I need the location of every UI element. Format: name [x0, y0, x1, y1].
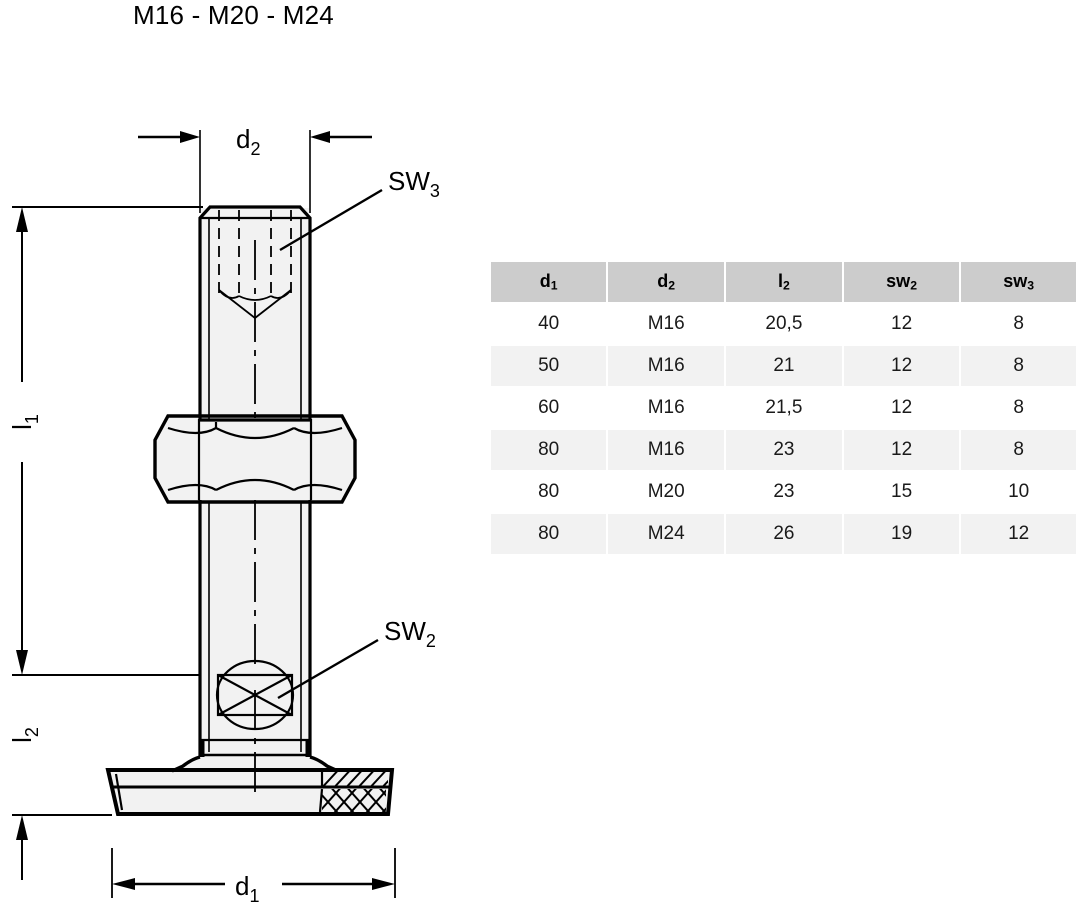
cell-l2: 23	[726, 430, 842, 470]
dimension-label-l2: l2	[7, 727, 42, 743]
dimension-l2: l2	[7, 727, 112, 880]
leveling-foot-technical-drawing: d2 l1 l2	[7, 124, 440, 906]
table-row: 40 M16 20,5 12 8	[491, 304, 1076, 344]
cell-l2: 21,5	[726, 388, 842, 428]
cell-d1: 60	[491, 388, 607, 428]
callout-label-sw3: SW3	[388, 166, 440, 201]
dimension-label-l1: l1	[7, 414, 42, 430]
table-row: 80 M20 23 15 10	[491, 472, 1076, 512]
cell-sw3: 8	[961, 304, 1076, 344]
page-title: M16 - M20 - M24	[133, 0, 334, 30]
cell-d1: 50	[491, 346, 607, 386]
dimension-d2: d2	[138, 124, 372, 213]
knurl-hatching	[318, 772, 388, 813]
cell-d2: M24	[608, 514, 725, 554]
cell-d2: M16	[608, 388, 725, 428]
base-pad	[105, 740, 395, 816]
cell-d1: 80	[491, 472, 607, 512]
cell-sw3: 8	[961, 388, 1076, 428]
column-header-sw2: sw2	[843, 262, 960, 302]
table-row: 80 M16 23 12 8	[491, 430, 1076, 470]
column-header-d2: d2	[608, 262, 725, 302]
column-header-d1: d1	[491, 262, 607, 302]
table-row: 50 M16 21 12 8	[491, 346, 1076, 386]
dimension-label-d1: d1	[235, 871, 259, 906]
column-header-sw3: sw3	[961, 262, 1076, 302]
cell-l2: 21	[726, 346, 842, 386]
cell-d2: M16	[608, 430, 725, 470]
table-row: 60 M16 21,5 12 8	[491, 388, 1076, 428]
cell-l2: 26	[726, 514, 842, 554]
hex-nut	[153, 414, 357, 504]
cell-sw2: 12	[843, 346, 960, 386]
cell-sw2: 15	[843, 472, 960, 512]
cell-d2: M20	[608, 472, 725, 512]
cell-l2: 20,5	[726, 304, 842, 344]
cell-sw2: 12	[843, 304, 960, 344]
column-header-l2: l2	[726, 262, 842, 302]
table-header-row: d1 d2 l2 sw2 sw3	[491, 262, 1076, 302]
cell-d2: M16	[608, 346, 725, 386]
cell-sw3: 12	[961, 514, 1076, 554]
cell-sw3: 10	[961, 472, 1076, 512]
specification-table: d1 d2 l2 sw2 sw3 40 M16 20,5 12 8 50 M16…	[489, 260, 1078, 556]
callout-label-sw2: SW2	[384, 616, 436, 651]
cell-sw3: 8	[961, 346, 1076, 386]
cell-d1: 40	[491, 304, 607, 344]
cell-sw2: 12	[843, 388, 960, 428]
cell-d1: 80	[491, 514, 607, 554]
cell-d2: M16	[608, 304, 725, 344]
cell-sw3: 8	[961, 430, 1076, 470]
cell-l2: 23	[726, 472, 842, 512]
cell-sw2: 12	[843, 430, 960, 470]
table-row: 80 M24 26 19 12	[491, 514, 1076, 554]
cell-sw2: 19	[843, 514, 960, 554]
cell-d1: 80	[491, 430, 607, 470]
dimension-d1: d1	[111, 848, 396, 906]
leader-sw2: SW2	[277, 616, 436, 700]
dimension-label-d2: d2	[236, 124, 260, 159]
